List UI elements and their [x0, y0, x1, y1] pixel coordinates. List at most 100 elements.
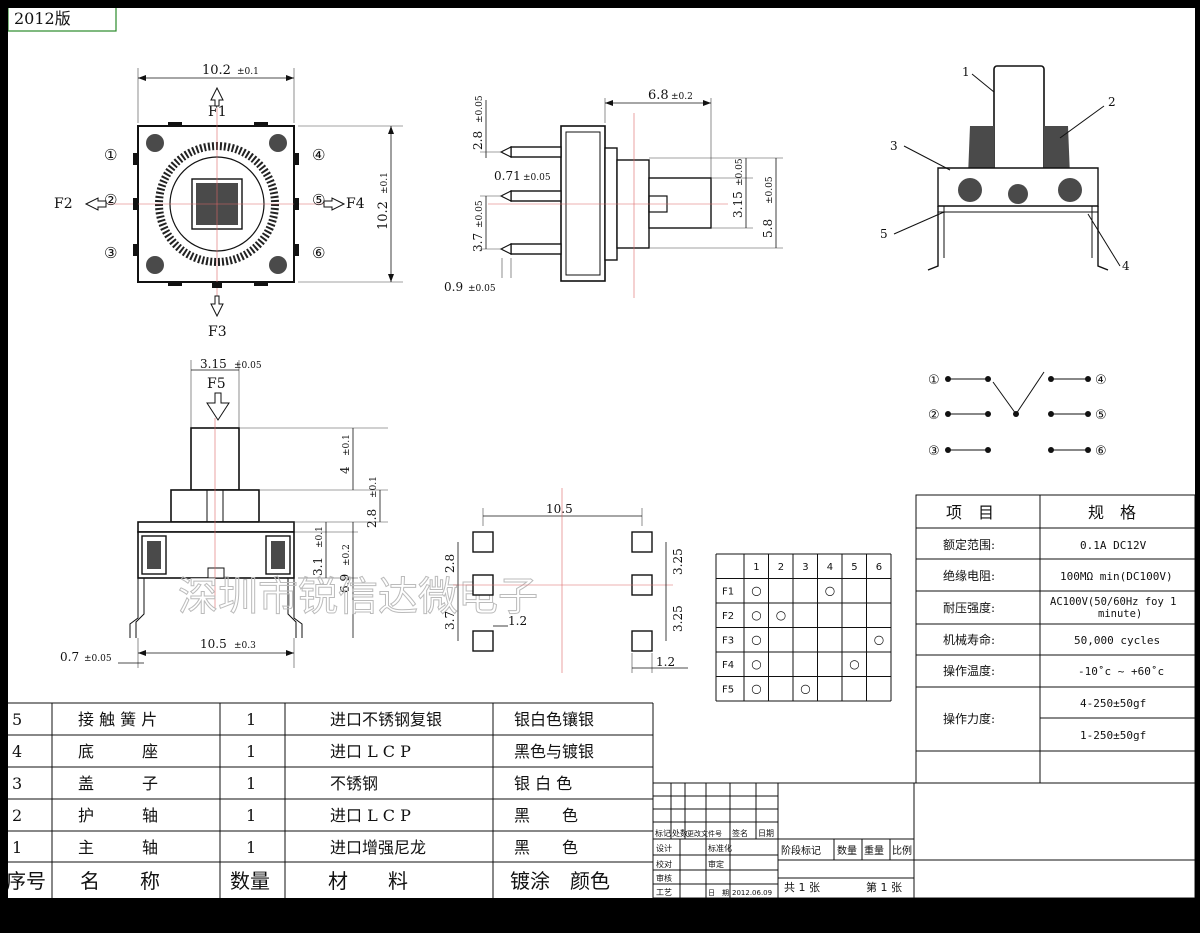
- svg-text:±0.05: ±0.05: [765, 176, 775, 204]
- svg-text:3.7: 3.7: [471, 233, 485, 252]
- svg-text:②: ②: [928, 408, 940, 423]
- svg-text:日 期: 日 期: [708, 889, 729, 897]
- svg-text:④: ④: [1095, 373, 1107, 388]
- svg-text:②: ②: [104, 191, 117, 209]
- svg-text:2012.06.09: 2012.06.09: [732, 889, 772, 897]
- svg-text:±0.1: ±0.1: [369, 476, 379, 498]
- svg-text:更改文件号: 更改文件号: [687, 829, 722, 838]
- svg-text:±0.1: ±0.1: [315, 526, 325, 548]
- matrix-col-header: 6: [876, 562, 882, 573]
- matrix-contact-mark: ○: [751, 633, 761, 647]
- svg-text:⑤: ⑤: [312, 191, 325, 209]
- matrix-contact-mark: ○: [849, 657, 859, 671]
- svg-text:100MΩ min(DC100V): 100MΩ min(DC100V): [1060, 570, 1173, 583]
- svg-text:4: 4: [1122, 259, 1130, 273]
- matrix-contact-mark: ○: [751, 584, 761, 598]
- svg-text:±0.2: ±0.2: [342, 544, 352, 566]
- matrix-row-label: F1: [722, 587, 734, 598]
- svg-text:签名: 签名: [732, 828, 748, 838]
- top-view: 10.2 ±0.1 10.2 ±0.1: [54, 63, 403, 340]
- bom-cell: 盖 子: [78, 774, 158, 793]
- svg-text:阶段标记: 阶段标记: [781, 844, 821, 857]
- svg-text:2.8: 2.8: [365, 509, 379, 528]
- svg-text:③: ③: [104, 244, 117, 262]
- svg-text:⑤: ⑤: [1095, 408, 1107, 423]
- matrix-contact-mark: ○: [825, 584, 835, 598]
- svg-text:5: 5: [880, 227, 888, 241]
- svg-text:±0.05: ±0.05: [468, 284, 496, 294]
- svg-text:2.8: 2.8: [471, 131, 485, 150]
- svg-text:绝缘电阻:: 绝缘电阻:: [943, 568, 995, 583]
- svg-text:重量: 重量: [864, 844, 884, 857]
- bom-cell: 1: [246, 838, 256, 857]
- matrix-row-label: F4: [722, 660, 734, 671]
- svg-text:±0.1: ±0.1: [380, 172, 390, 194]
- svg-text:±0.1: ±0.1: [342, 434, 352, 456]
- svg-text:0.9: 0.9: [444, 280, 463, 294]
- svg-text:③: ③: [928, 444, 940, 459]
- svg-text:第 1 张: 第 1 张: [866, 880, 902, 894]
- section-view: 1 2 3 4 5: [880, 65, 1130, 273]
- pcb-layout: 10.5 2.8 3.7 1.2 3.25 3.25 1.2: [443, 488, 688, 673]
- svg-text:2012版: 2012版: [14, 9, 71, 28]
- bom-cell: 黑 色: [514, 838, 578, 857]
- svg-text:数量: 数量: [230, 869, 270, 893]
- bom-cell: 底 座: [78, 742, 158, 761]
- svg-text:10.5: 10.5: [200, 637, 227, 651]
- svg-text:1.2: 1.2: [508, 614, 527, 628]
- svg-text:±0.1: ±0.1: [237, 67, 259, 77]
- version-tag: 2012版: [8, 8, 117, 32]
- svg-text:6.9: 6.9: [338, 574, 352, 593]
- bom-cell: 4: [12, 742, 22, 761]
- bom-cell: 1: [12, 838, 22, 857]
- bom-cell: 进口不锈钢复银: [330, 710, 442, 729]
- svg-text:额定范围:: 额定范围:: [943, 537, 995, 552]
- switch-schematic: ① ② ③ ④ ⑤ ⑥: [928, 371, 1107, 459]
- svg-text:±0.05: ±0.05: [475, 200, 485, 228]
- bom-cell: 接 触 簧 片: [78, 710, 157, 729]
- bom-cell: 护 轴: [78, 806, 158, 825]
- svg-text:5.8: 5.8: [761, 219, 775, 238]
- matrix-col-header: 3: [802, 562, 808, 573]
- svg-text:10.5: 10.5: [546, 502, 573, 516]
- svg-text:F4: F4: [346, 196, 365, 212]
- front-view: 3.15 ±0.05 F5 4 ±0.1 2.8 ±0.1 3.1 ±0.1 6…: [60, 357, 388, 668]
- bom-cell: 3: [12, 774, 22, 793]
- bom-cell: 1: [246, 806, 256, 825]
- svg-text:3.7: 3.7: [443, 611, 457, 630]
- svg-text:校对: 校对: [656, 859, 672, 869]
- svg-text:4-250±50gf: 4-250±50gf: [1080, 697, 1146, 710]
- bom-cell: 黑 色: [514, 806, 578, 825]
- bom-cell: 银 白 色: [514, 774, 572, 793]
- svg-text:10.2: 10.2: [376, 201, 391, 230]
- svg-text:1.2: 1.2: [656, 655, 675, 669]
- svg-text:±0.05: ±0.05: [84, 654, 112, 664]
- svg-text:±0.05: ±0.05: [735, 158, 745, 186]
- matrix-contact-mark: ○: [776, 608, 786, 622]
- bom-cell: 1: [246, 742, 256, 761]
- bom-cell: 1: [246, 710, 256, 729]
- svg-text:审定: 审定: [708, 859, 724, 869]
- bom-cell: 5: [12, 710, 22, 729]
- drawing-canvas: 2012版 10.2 ±0.1: [8, 8, 1195, 898]
- bom-cell: 进口增强尼龙: [330, 838, 426, 857]
- svg-text:3.15: 3.15: [731, 191, 745, 218]
- svg-text:3.1: 3.1: [311, 557, 325, 576]
- bom-cell: 主 轴: [78, 838, 158, 857]
- svg-text:3.15: 3.15: [200, 357, 227, 371]
- svg-text:F2: F2: [54, 196, 73, 212]
- svg-text:④: ④: [312, 146, 325, 164]
- matrix-contact-mark: ○: [800, 682, 810, 696]
- svg-text:-10˚c ~ +60˚c: -10˚c ~ +60˚c: [1078, 665, 1164, 678]
- svg-text:6.8: 6.8: [648, 88, 669, 103]
- svg-text:审核: 审核: [656, 873, 672, 883]
- svg-text:序号: 序号: [8, 869, 46, 893]
- svg-text:镀涂 颜色: 镀涂 颜色: [510, 869, 610, 893]
- bom-cell: 1: [246, 774, 256, 793]
- svg-text:日期: 日期: [758, 829, 774, 838]
- svg-text:±0.2: ±0.2: [671, 92, 693, 102]
- svg-text:F1: F1: [208, 104, 227, 120]
- matrix-col-header: 2: [778, 562, 784, 573]
